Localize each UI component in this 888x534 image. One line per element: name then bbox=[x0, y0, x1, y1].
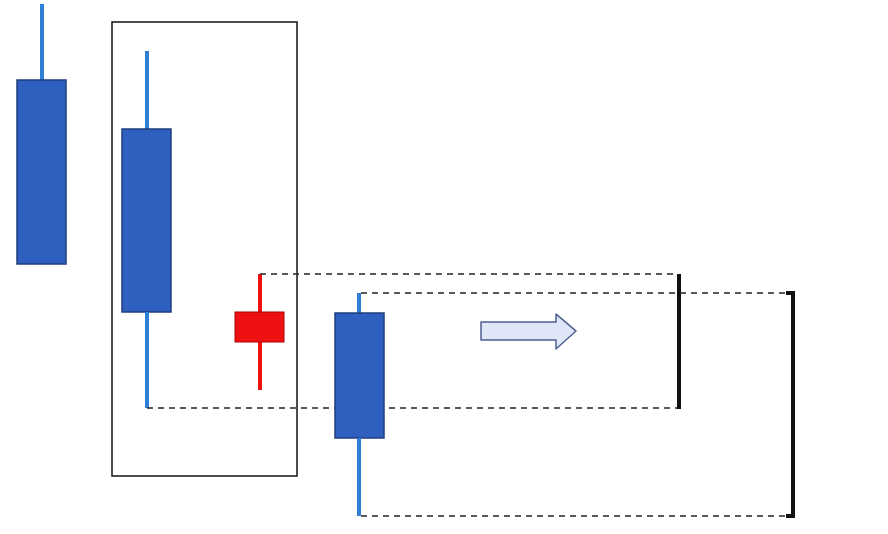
candle-4-body bbox=[334, 312, 385, 439]
candle-2-body bbox=[121, 128, 172, 313]
arrow-right-icon bbox=[480, 313, 577, 350]
candle-1-bearish bbox=[16, 4, 67, 265]
pattern-frame bbox=[111, 21, 298, 477]
range-box-2 bbox=[361, 292, 790, 517]
range-box-2-bracket bbox=[786, 291, 795, 518]
candle-3-small-red bbox=[234, 274, 285, 390]
range-box-1 bbox=[147, 273, 678, 409]
candle-2-bearish bbox=[121, 51, 172, 408]
candle-4-bearish bbox=[334, 293, 385, 516]
candle-3-body bbox=[234, 311, 285, 343]
candle-1-body bbox=[16, 79, 67, 265]
